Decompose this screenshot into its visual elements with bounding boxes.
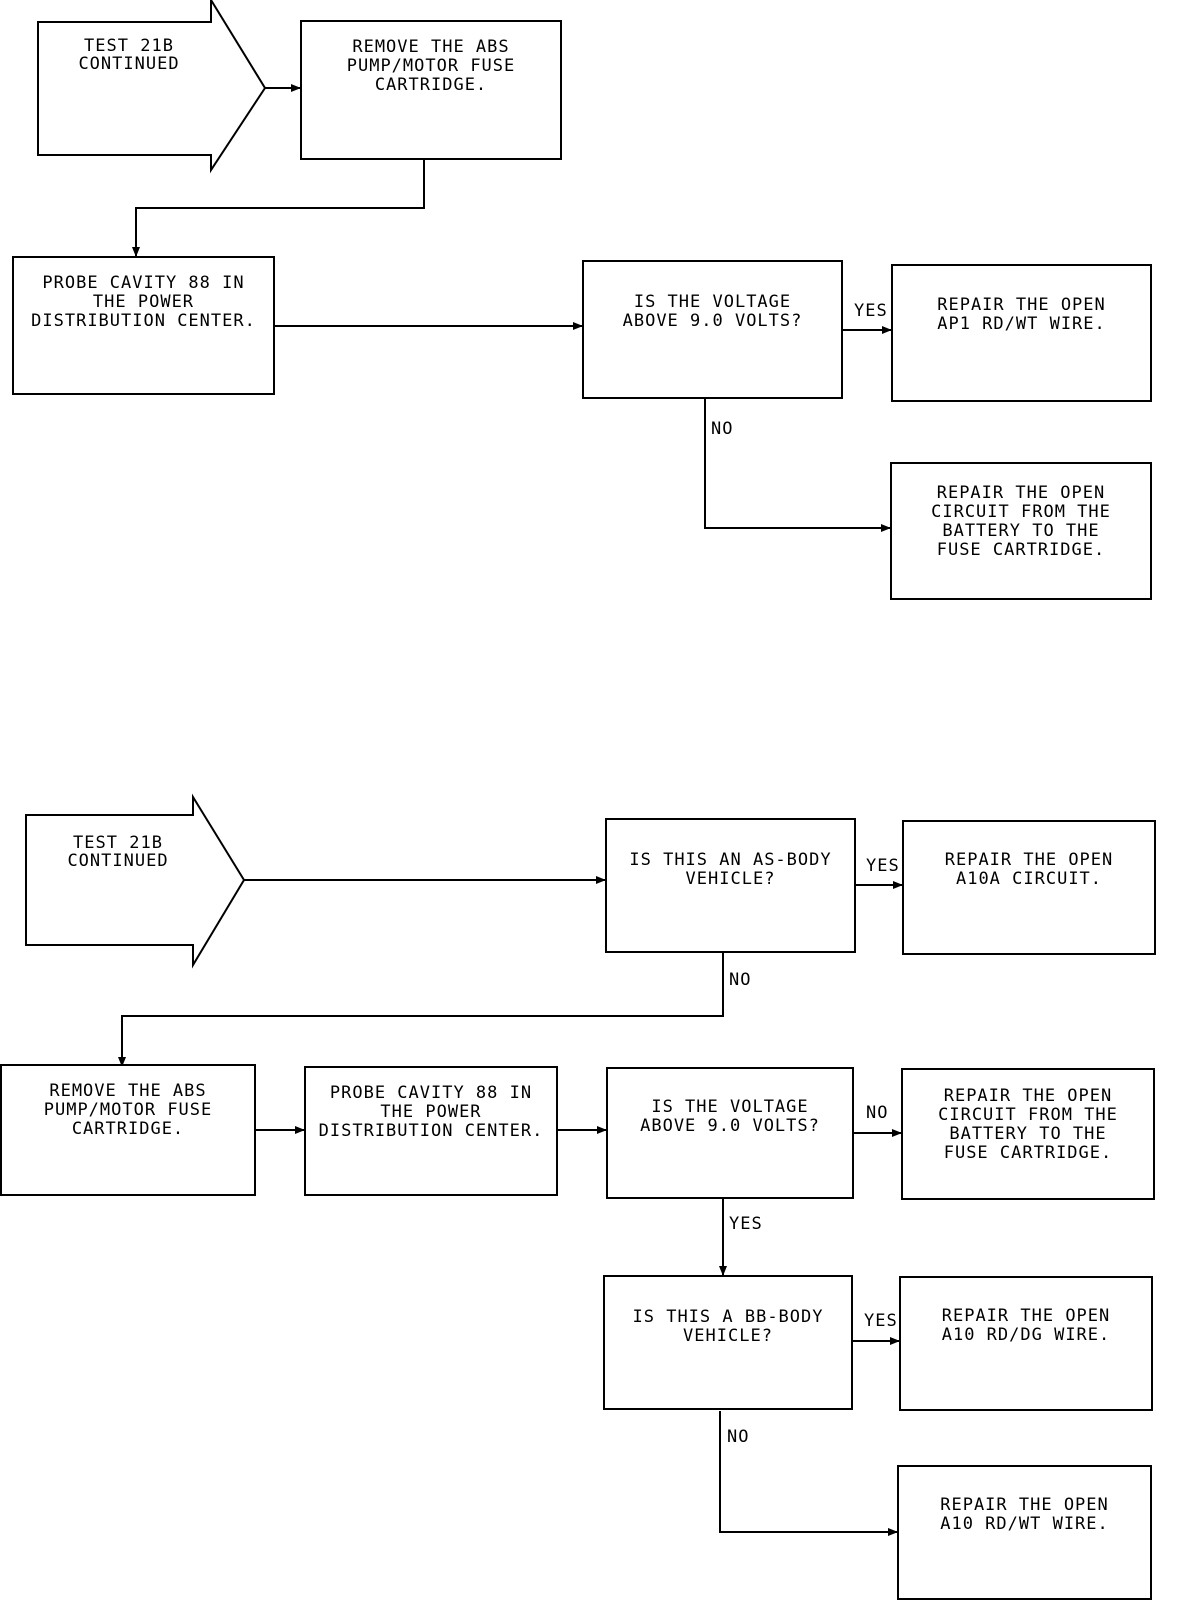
start-arrow-shape-2 [25,793,246,969]
voltage-question-box-2: IS THE VOLTAGE ABOVE 9.0 VOLTS? [606,1067,854,1199]
as-body-question-box: IS THIS AN AS-BODY VEHICLE? [605,818,856,953]
yes-label-as-body: YES [866,856,900,876]
repair-rd-dg-box: REPAIR THE OPEN A10 RD/DG WIRE. [899,1276,1153,1411]
repair-rd-wt-box: REPAIR THE OPEN A10 RD/WT WIRE. [897,1465,1152,1600]
yes-label-1: YES [854,301,888,321]
yes-label-voltage-2: YES [729,1214,763,1234]
no-label-1: NO [711,419,734,439]
connector-no-as-body [118,953,724,1067]
repair-a10a-box: REPAIR THE OPEN A10A CIRCUIT. [902,820,1156,955]
voltage-question-box-1: IS THE VOLTAGE ABOVE 9.0 VOLTS? [582,260,843,399]
probe-cavity-box-1: PROBE CAVITY 88 IN THE POWER DISTRIBUTIO… [12,256,275,395]
connector-no-bb [719,1411,898,1536]
start-label-1: TEST 21B CONTINUED [78,36,180,74]
no-label-voltage-2: NO [866,1103,889,1123]
probe-cavity-box-2: PROBE CAVITY 88 IN THE POWER DISTRIBUTIO… [304,1066,558,1196]
connector-no-1 [704,398,891,532]
no-label-as-body: NO [729,970,752,990]
repair-wire-box-1: REPAIR THE OPEN AP1 RD/WT WIRE. [891,264,1152,402]
repair-circuit-box-2: REPAIR THE OPEN CIRCUIT FROM THE BATTERY… [901,1068,1155,1200]
yes-label-bb: YES [864,1311,898,1331]
start-label-2: TEST 21B CONTINUED [67,833,169,871]
start-arrow-shape-1 [37,0,267,174]
remove-fuse-box-1: REMOVE THE ABS PUMP/MOTOR FUSE CARTRIDGE… [300,20,562,160]
no-label-bb: NO [727,1427,750,1447]
bb-body-question-box: IS THIS A BB-BODY VEHICLE? [603,1275,853,1410]
remove-fuse-box-2: REMOVE THE ABS PUMP/MOTOR FUSE CARTRIDGE… [0,1064,256,1196]
repair-circuit-box-1: REPAIR THE OPEN CIRCUIT FROM THE BATTERY… [890,462,1152,600]
connector-remove-probe-1 [132,158,425,257]
